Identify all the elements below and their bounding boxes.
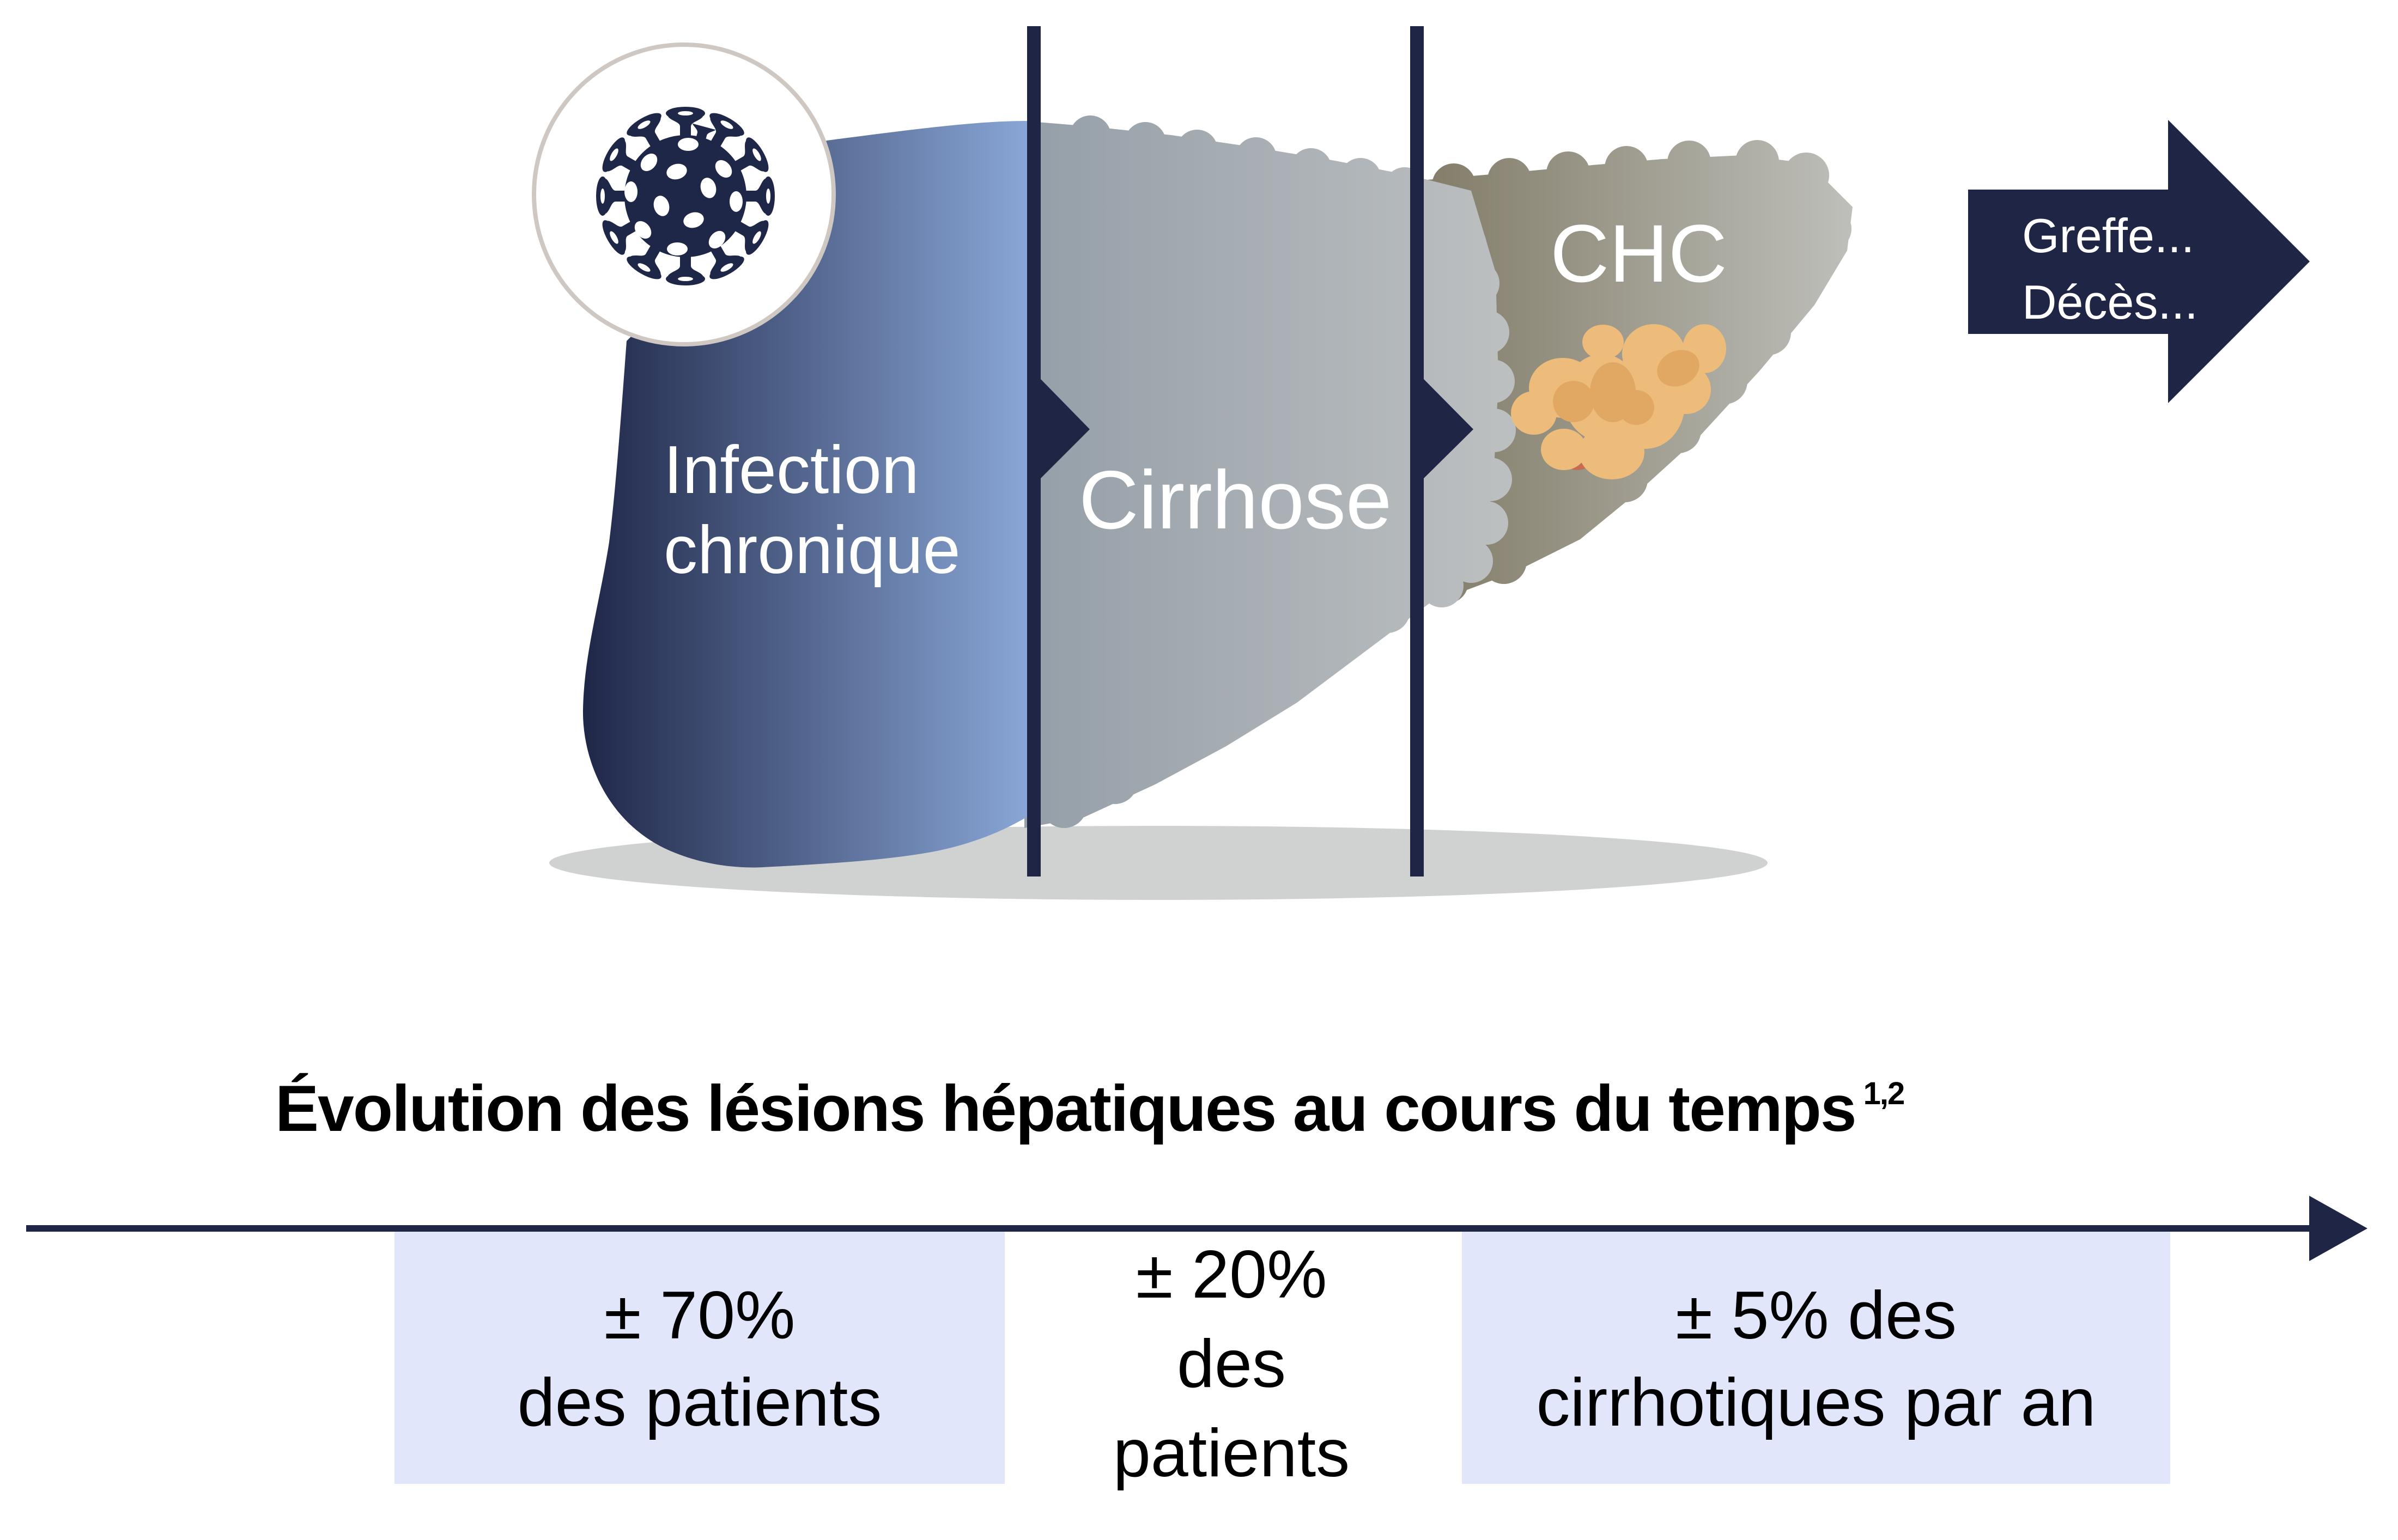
stage-label-cirrhose: Cirrhose (1079, 454, 1392, 546)
stat-infection-desc: des patients (517, 1365, 882, 1440)
stat-chc-value: ± 5% des (1675, 1278, 1957, 1353)
timeline-title-text: Évolution des lésions hépatiques au cour… (275, 1072, 1857, 1145)
outcome-line-greffe: Greffe... (2022, 209, 2195, 263)
tumor-icon (1511, 324, 1726, 479)
stat-cirrhose: ± 20% des patients (1035, 1230, 1428, 1498)
stage-separator-1 (1027, 26, 1090, 876)
stat-cirrhose-value: ± 20% (1136, 1237, 1327, 1312)
stage-label-infection-line2: chronique (664, 513, 961, 588)
stage-label-infection-line1: Infection (664, 433, 919, 508)
outcome-label: Greffe... Décès... (2022, 203, 2198, 336)
reference-superscript: 1,2 (1863, 1076, 1905, 1111)
stat-box-chc (1462, 1232, 2170, 1484)
cirrhose-lobe (1024, 115, 1516, 828)
timeline-title: Évolution des lésions hépatiques au cour… (275, 1076, 1905, 1141)
stat-chc-desc: cirrhotiques par an (1536, 1365, 2096, 1440)
outcome-line-deces: Décès... (2022, 275, 2198, 329)
stat-infection-value: ± 70% (604, 1278, 796, 1353)
stage-separator-2 (1410, 26, 1473, 876)
virus-icon (596, 107, 775, 285)
stage-label-chc: CHC (1550, 208, 1727, 299)
stat-infection: ± 70% des patients (394, 1272, 1005, 1446)
stat-cirrhose-desc-2: patients (1113, 1416, 1350, 1491)
timeline-axis (26, 1196, 2367, 1261)
stat-box-infection (394, 1232, 1005, 1484)
outcome-arrow (1968, 120, 2310, 403)
stat-chc: ± 5% des cirrhotiques par an (1462, 1272, 2170, 1446)
stat-cirrhose-desc-1: des (1177, 1326, 1286, 1402)
stage-label-infection: Infection chronique (664, 430, 961, 591)
